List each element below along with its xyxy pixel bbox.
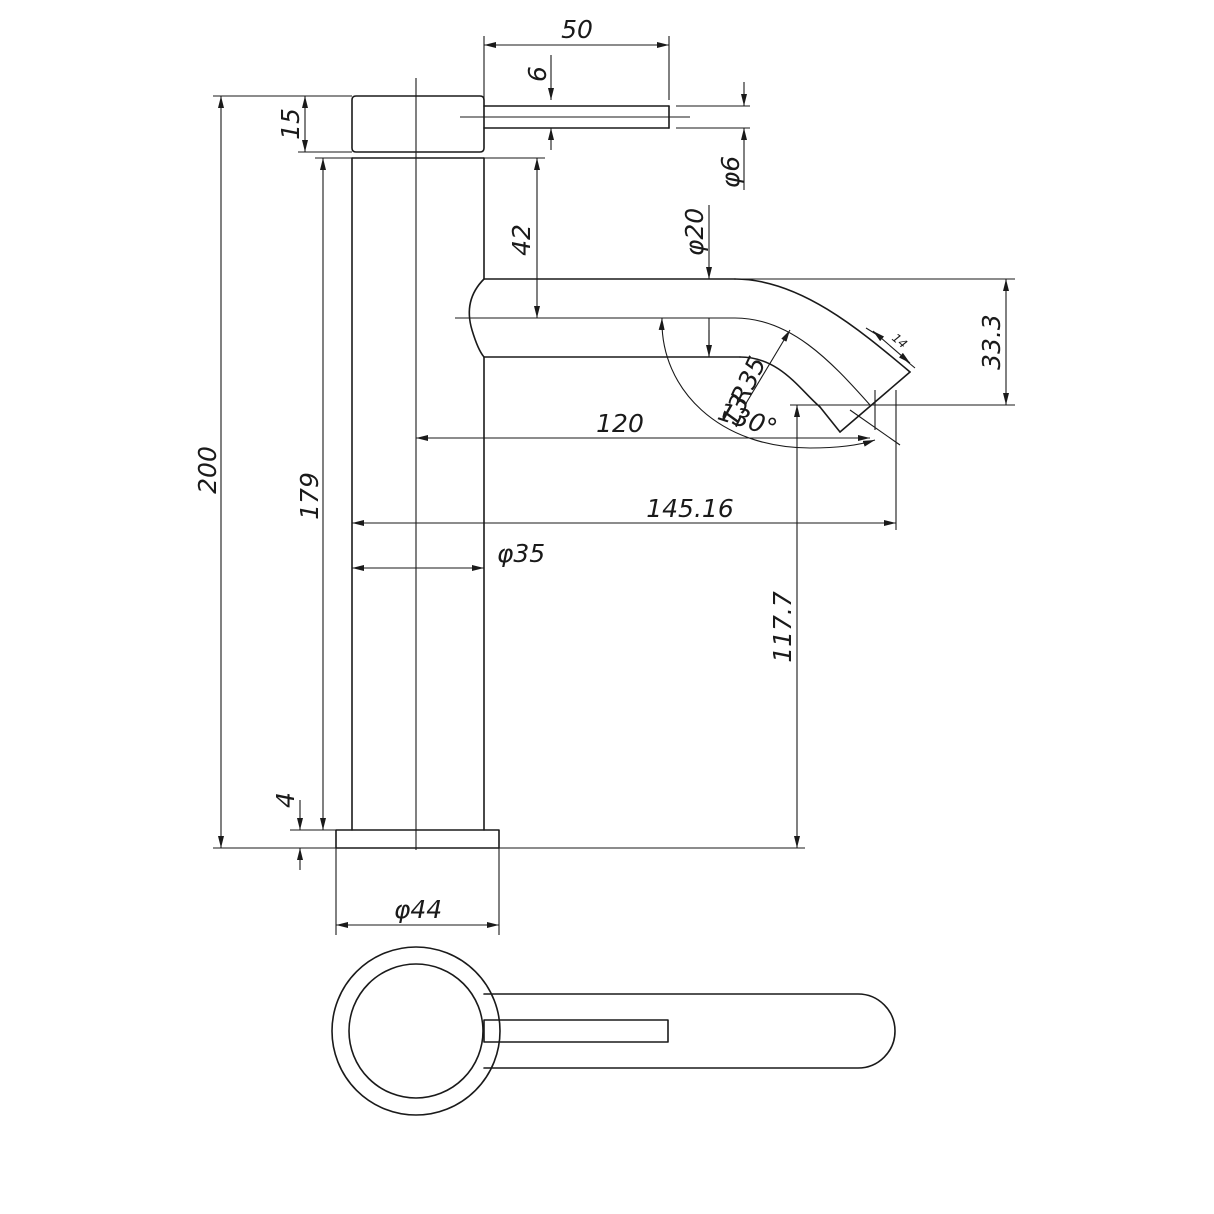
base-plate: [335, 829, 500, 849]
label-spout-dia: φ20: [680, 208, 709, 256]
body-inner-circle: [348, 963, 484, 1099]
label-body-height: 179: [295, 472, 324, 520]
dimension-labels: 50 6 φ6 15 42 φ20 33.3 14 R35 13 130° 12…: [193, 15, 1006, 924]
label-handle-height: 15: [276, 108, 305, 140]
label-total-height: 200: [193, 446, 222, 494]
top-view: [331, 946, 896, 1116]
lever-rod: [460, 105, 690, 129]
label-base-dia: φ44: [394, 895, 442, 924]
spout: [455, 278, 911, 433]
label-spout-height: 42: [507, 224, 536, 256]
label-handle-offset: 6: [523, 66, 552, 82]
dimension-lines: [213, 36, 1015, 935]
label-body-dia: φ35: [497, 539, 545, 568]
label-reach-centre: 120: [596, 409, 644, 438]
label-reach-total: 145.16: [646, 494, 733, 523]
label-bend-angle-b: 130°: [715, 397, 781, 443]
lever-top-outline: [483, 1019, 669, 1043]
label-base-thickness: 4: [271, 792, 300, 808]
handle-cap: [351, 95, 485, 153]
faucet-body-outline: [351, 157, 485, 831]
label-outlet-height: 117.7: [768, 591, 797, 663]
spout-top-outline: [483, 993, 896, 1069]
label-handle-dia: φ6: [716, 156, 745, 188]
label-handle-length: 50: [561, 15, 593, 44]
base-outer-circle: [331, 946, 501, 1116]
label-spout-drop: 33.3: [977, 314, 1006, 370]
side-view: [335, 78, 911, 850]
